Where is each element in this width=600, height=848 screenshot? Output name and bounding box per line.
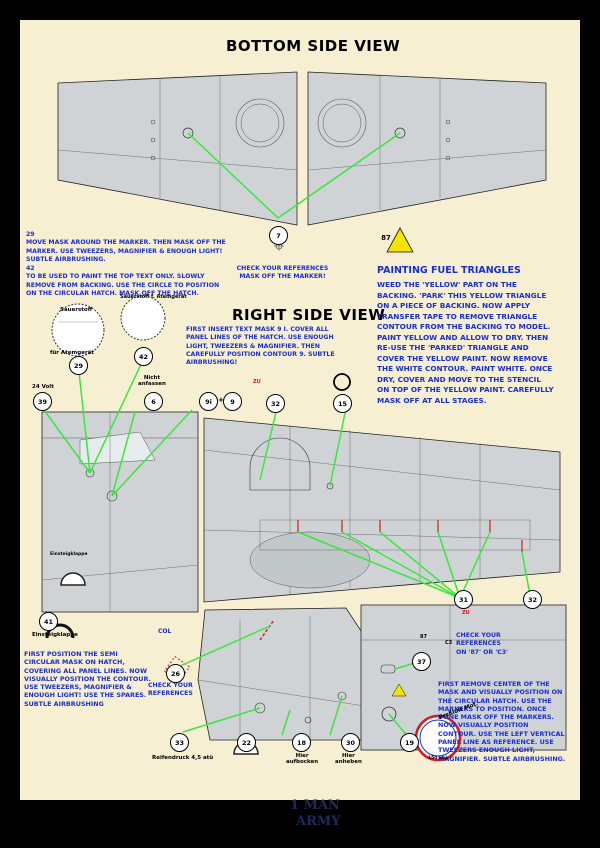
marker-18: 18 bbox=[292, 733, 311, 752]
marker-41: 41 bbox=[39, 612, 58, 631]
marker-33: 33 bbox=[170, 733, 189, 752]
label-einsteigklappe-small: Einsteigklappe bbox=[50, 552, 88, 557]
label-hier-anheben: Hier anheben bbox=[335, 753, 362, 765]
marker-31: 31 bbox=[454, 590, 473, 609]
note-semi-circular: FIRST POSITION THE SEMI CIRCULAR MASK ON… bbox=[24, 650, 151, 708]
marker-7: 7 bbox=[269, 226, 288, 245]
fuel-title: PAINTING FUEL TRIANGLES bbox=[377, 265, 521, 276]
label-150-atu: 150 atü bbox=[428, 756, 448, 761]
marker-19: 19 bbox=[400, 733, 419, 752]
note-first-insert: FIRST INSERT TEXT MASK 9 i. COVER ALL PA… bbox=[186, 326, 335, 367]
marker-32-top: 32 bbox=[266, 394, 285, 413]
note-remove-center: FIRST REMOVE CENTER OF THE MASK AND VISU… bbox=[438, 680, 566, 763]
stencil-circle-42 bbox=[120, 295, 166, 341]
bottom-left-wing bbox=[57, 71, 298, 226]
contour-circle-icon bbox=[333, 373, 351, 391]
marker-22: 22 bbox=[237, 733, 256, 752]
brand-line-1: 1 MAN bbox=[290, 798, 340, 813]
label-sauerstoff-atemgerat: Sauerstoff f. Atemgerät bbox=[120, 294, 187, 300]
marker-39: 39 bbox=[33, 392, 52, 411]
note-check-87: CHECK YOUR REFERENCES ON '87' OR 'C3' bbox=[456, 632, 508, 656]
bottom-right-wing bbox=[307, 71, 547, 226]
marker-42: 42 bbox=[134, 347, 153, 366]
note-42: 42 TO BE USED TO PAINT THE TOP TEXT ONLY… bbox=[26, 265, 220, 297]
marker-30: 30 bbox=[341, 733, 360, 752]
bottom-view-title: BOTTOM SIDE VIEW bbox=[226, 37, 401, 55]
leader-lines-bottom bbox=[187, 132, 401, 219]
marker-6: 6 bbox=[144, 392, 163, 411]
label-c3: C3 bbox=[445, 640, 453, 646]
marker-32-bottom: 32 bbox=[523, 590, 542, 609]
stencil-circle-29 bbox=[51, 303, 105, 357]
fuel-triangle-icon bbox=[386, 227, 414, 253]
marker-26: 26 bbox=[166, 664, 185, 683]
technical-drawing bbox=[41, 71, 567, 762]
fuselage-section bbox=[203, 417, 561, 603]
note-29: 29 MOVE MASK AROUND THE MARKER. THEN MAS… bbox=[26, 231, 226, 263]
note-check-refs-7: CHECK YOUR REFERENCES MASK OFF THE MARKE… bbox=[236, 265, 329, 281]
fuel-instructions: WEED THE 'YELLOW' PART ON THE BACKING. '… bbox=[377, 280, 554, 405]
label-87-small: 87 bbox=[420, 634, 427, 640]
label-zu-top: ZU bbox=[253, 379, 261, 385]
plus-sign: + bbox=[218, 396, 224, 404]
label-24-volt: 24 Volt bbox=[32, 384, 54, 390]
marker-9: 9 bbox=[223, 392, 242, 411]
marker-29: 29 bbox=[69, 356, 88, 375]
label-sauerstoff: Sauerstoff bbox=[60, 307, 93, 313]
fuel-marker-87: 87 bbox=[381, 234, 391, 242]
marker-37: 37 bbox=[412, 652, 431, 671]
label-zu-bottom: ZU bbox=[462, 610, 470, 616]
label-fur-atemgerat: für Atemgerät bbox=[50, 350, 95, 356]
decal-sheet: BOTTOM SIDE VIEW RIGHT SIDE VIEW 29 MOVE… bbox=[20, 20, 580, 829]
cockpit-section bbox=[41, 411, 199, 613]
right-side-panel bbox=[360, 604, 567, 751]
label-col: COL bbox=[158, 628, 172, 635]
right-view-title: RIGHT SIDE VIEW bbox=[232, 306, 386, 324]
brand-line-2: ARMY bbox=[296, 814, 341, 829]
stencil-arc-41 bbox=[45, 623, 75, 639]
label-nicht-anfassen: Nicht anfassen bbox=[138, 375, 166, 387]
label-reifendruck: Reifendruck 4,5 atü bbox=[152, 755, 214, 761]
label-hier-aufbocken: Hier aufbocken bbox=[286, 753, 319, 765]
label-einsteigklappe: Einsteigklappe bbox=[32, 632, 78, 638]
marker-9i: 9i bbox=[199, 392, 218, 411]
note-check-26: CHECK YOUR REFERENCES bbox=[148, 682, 193, 698]
marker-15: 15 bbox=[333, 394, 352, 413]
leader-lines-side bbox=[43, 359, 531, 738]
